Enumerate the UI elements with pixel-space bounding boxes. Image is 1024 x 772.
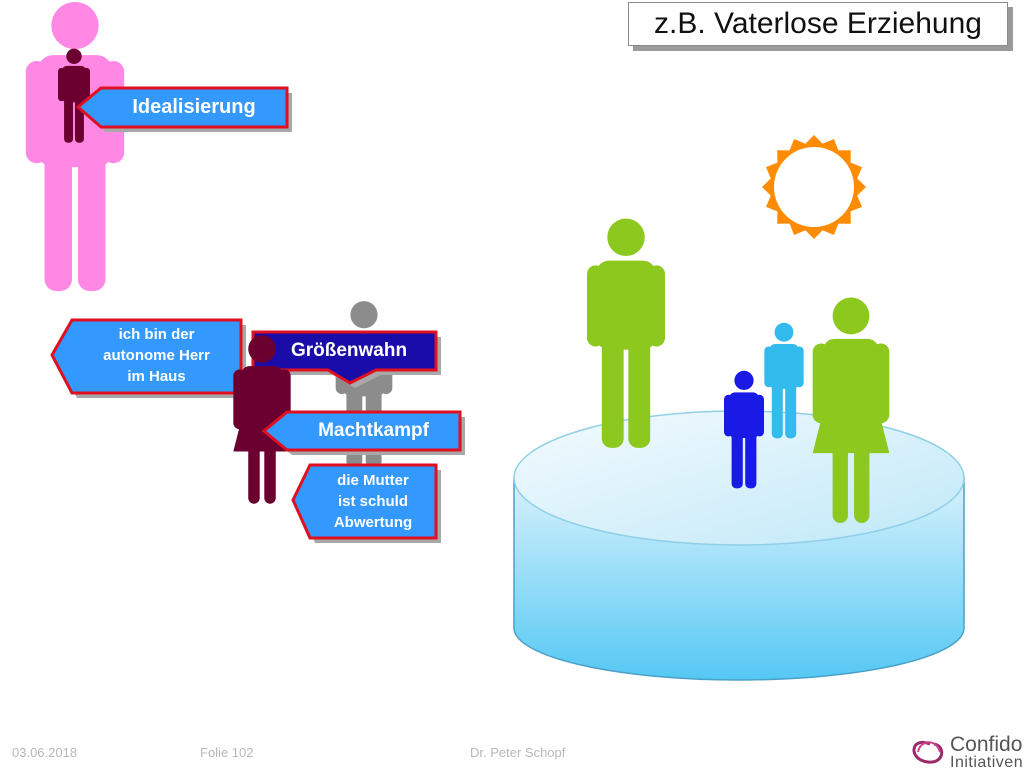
- confido-logo-icon: [912, 740, 944, 764]
- slide-title: z.B. Vaterlose Erziehung: [654, 7, 982, 40]
- footer-slide-number: Folie 102: [200, 745, 254, 760]
- footer-date: 03.06.2018: [12, 745, 78, 760]
- logo-line-2: Initiativen: [950, 754, 1024, 771]
- logo-text: Confido Initiativen: [950, 733, 1024, 772]
- father-figure-icon: [25, 1, 125, 292]
- callout-idealisierung: [75, 86, 292, 132]
- callout-mutter-schuld: [291, 463, 441, 543]
- sun-icon: [762, 135, 866, 239]
- footer-author: Dr. Peter Schopf: [470, 745, 566, 760]
- logo-line-1: Confido: [950, 733, 1023, 756]
- sun-center: [774, 147, 854, 227]
- callout-machtkampf: [261, 410, 465, 455]
- callout-autonome-herr: [50, 318, 246, 398]
- slide-title-box: z.B. Vaterlose Erziehung: [628, 2, 1008, 46]
- green-man-figure-icon: [587, 218, 665, 448]
